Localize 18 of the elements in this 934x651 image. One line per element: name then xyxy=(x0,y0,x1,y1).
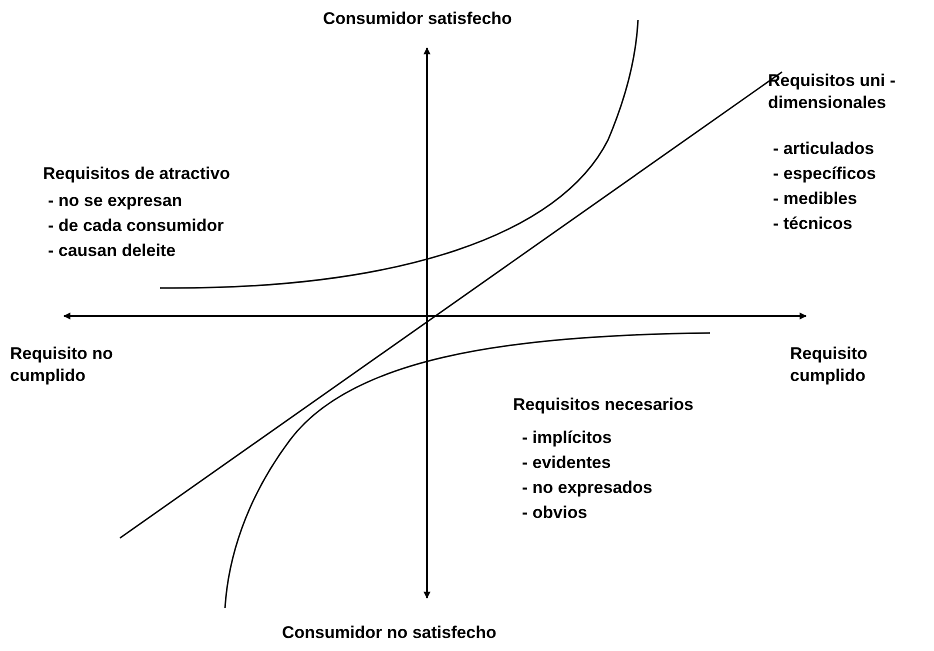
list-item: - técnicos xyxy=(773,213,852,235)
list-item: - de cada consumidor xyxy=(48,215,224,237)
axis-label: Consumidor satisfecho xyxy=(323,8,513,30)
axis-label: Consumidor no satisfecho xyxy=(282,622,498,644)
axis-label: Requisito no cumplido xyxy=(10,343,114,387)
list-item: - implícitos xyxy=(522,427,612,449)
list-item: - no expresados xyxy=(522,477,652,499)
list-item: - articulados xyxy=(773,138,874,160)
category-heading: Requisitos de atractivo xyxy=(43,163,232,185)
list-item: - causan deleite xyxy=(48,240,176,262)
list-item: - evidentes xyxy=(522,452,611,474)
list-item: - no se expresan xyxy=(48,190,182,212)
axis-label: Requisito cumplido xyxy=(790,343,868,387)
list-item: - medibles xyxy=(773,188,858,210)
list-item: - obvios xyxy=(522,502,588,524)
list-item: - específicos xyxy=(773,163,876,185)
category-heading: Requisitos uni - dimensionales xyxy=(768,70,896,114)
category-heading: Requisitos necesarios xyxy=(513,394,694,416)
